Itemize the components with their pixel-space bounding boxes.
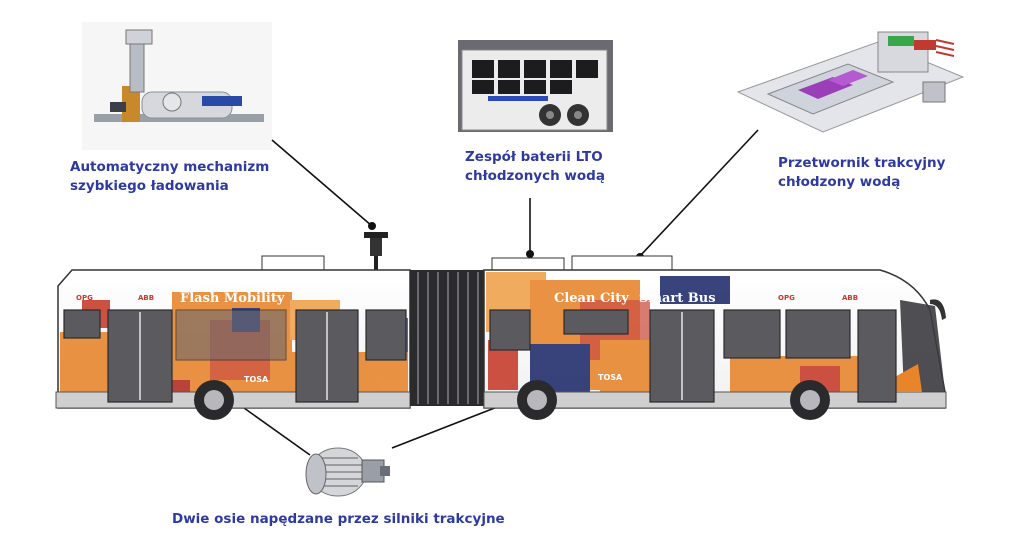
tosa-brand-front: TOSA (244, 375, 269, 384)
charging-connector (370, 236, 382, 256)
wheels (194, 380, 830, 420)
logo-opg-rear: OPG (778, 294, 795, 302)
traction-motor-image (305, 447, 390, 497)
lto-battery-image (458, 40, 613, 132)
logo-abb-rear: ABB (842, 294, 858, 302)
logo-abb-front: ABB (138, 294, 154, 302)
charging-mechanism-image (82, 22, 272, 150)
articulation-joint (410, 270, 484, 406)
logo-opg-front: OPG (76, 294, 93, 302)
livery-left-text: Flash Mobility (180, 291, 285, 306)
roof-pod-front (261, 255, 325, 271)
side-mirror (930, 299, 946, 320)
callout-traction-motors: Dwie osie napędzane przez silniki trakcy… (172, 511, 505, 527)
converter-roof-pod (571, 255, 673, 271)
tosa-brand-rear: TOSA (598, 373, 623, 382)
traction-converter-image (736, 31, 965, 133)
